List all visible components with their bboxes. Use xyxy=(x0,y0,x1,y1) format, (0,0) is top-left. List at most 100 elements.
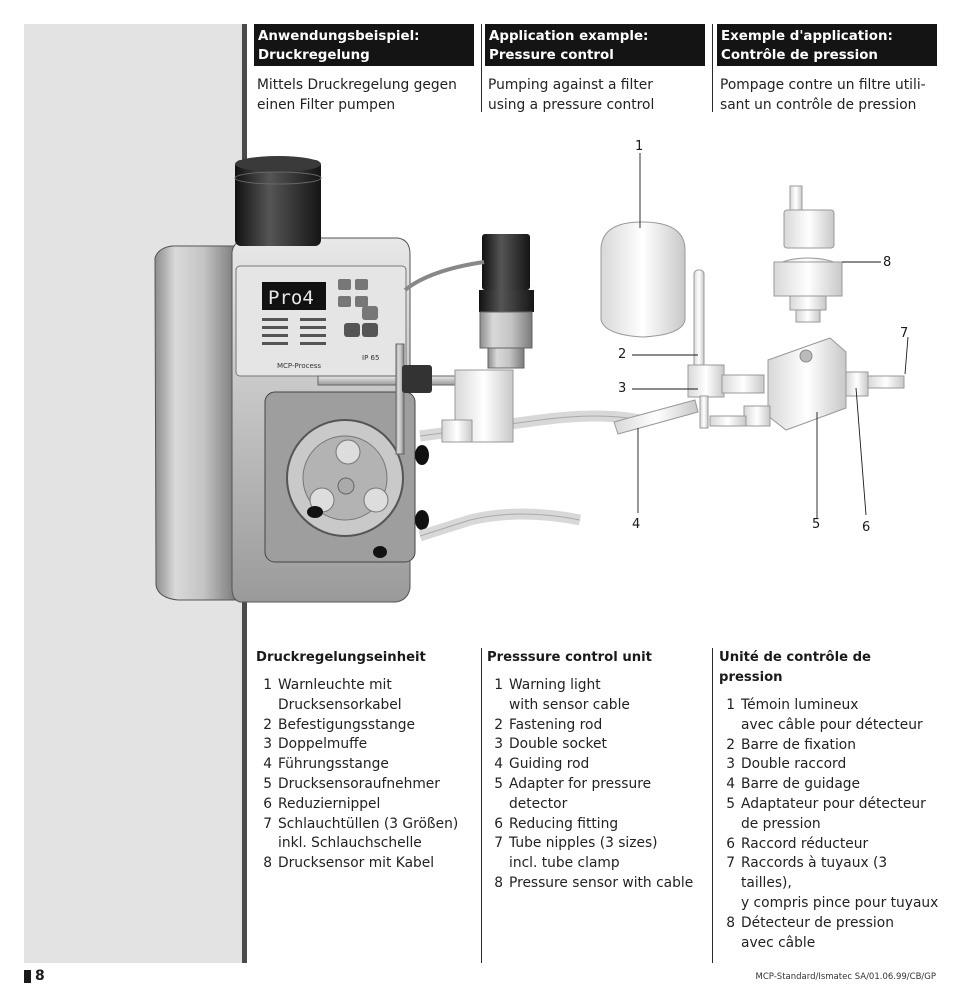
item-text: Schlauchtüllen (3 Größen) inkl. Schlauch… xyxy=(278,815,459,852)
item-text: Drucksensor mit Kabel xyxy=(278,855,435,872)
item-text: Guiding rod xyxy=(509,756,590,773)
parts-list-title: Presssure control unit xyxy=(487,650,652,665)
item-number: 5 xyxy=(263,775,272,792)
column-header: Application example: Pressure control xyxy=(485,24,705,66)
page-marker xyxy=(24,969,31,983)
item-number: 3 xyxy=(263,736,272,753)
pump-model-label: MCP-Process xyxy=(277,362,321,370)
item-text: Pressure sensor with cable xyxy=(509,874,694,891)
column-german: Anwendungsbeispiel: Druckregelung Mittel… xyxy=(254,24,474,115)
parts-list-item: 3 Doppelmuffe xyxy=(256,735,474,755)
callout-7: 7 xyxy=(900,326,908,341)
item-number: 5 xyxy=(494,775,503,792)
item-number: 6 xyxy=(494,815,503,832)
column-french: Exemple d'application: Contrôle de press… xyxy=(717,24,937,115)
parts-list-item: 6 Raccord réducteur xyxy=(719,835,939,855)
item-number: 6 xyxy=(263,795,272,812)
parts-list-item: 6 Reduziernippel xyxy=(256,795,474,815)
parts-list-item: 1 Warning light with sensor cable xyxy=(487,676,705,716)
parts-illustration xyxy=(600,185,905,435)
parts-list-item: 1 Warnleuchte mit Drucksensorkabel xyxy=(256,676,474,716)
item-text: Reducing fitting xyxy=(509,815,619,832)
column-divider xyxy=(712,648,713,963)
parts-list-item: 8 Drucksensor mit Kabel xyxy=(256,854,474,874)
item-number: 1 xyxy=(494,677,503,693)
parts-list-item: 5 Drucksensoraufnehmer xyxy=(256,775,474,795)
document-reference: MCP-Standard/Ismatec SA/01.06.99/CB/GP xyxy=(755,972,936,982)
item-text: Warnleuchte mit Drucksensorkabel xyxy=(278,677,402,713)
item-number: 7 xyxy=(494,835,503,852)
item-number: 3 xyxy=(726,756,735,773)
item-text: Adaptateur pour détecteur de pression xyxy=(741,795,926,832)
item-text: Doppelmuffe xyxy=(278,736,368,753)
parts-list-item: 2 Befestigungsstange xyxy=(256,716,474,736)
item-text: Fastening rod xyxy=(509,716,603,733)
item-text: Barre de fixation xyxy=(741,736,856,753)
parts-list-item: 2 Barre de fixation xyxy=(719,736,939,756)
parts-list: 1 Témoin lumineux avec câble pour détecte… xyxy=(719,696,939,953)
item-text: Warning light with sensor cable xyxy=(509,677,630,713)
parts-list-item: 5 Adaptateur pour détecteur de pression xyxy=(719,795,939,835)
item-number: 8 xyxy=(263,855,272,872)
callout-5: 5 xyxy=(812,517,820,532)
parts-list: 1 Warning light with sensor cable 2 Fasteni… xyxy=(487,676,705,894)
parts-list-item: 1 Témoin lumineux avec câble pour détecte… xyxy=(719,696,939,736)
callout-4: 4 xyxy=(632,517,640,532)
column-divider xyxy=(481,648,482,963)
parts-list-item: 6 Reducing fitting xyxy=(487,815,705,835)
callout-3: 3 xyxy=(618,381,626,396)
callout-2: 2 xyxy=(618,347,626,362)
callout-leaders xyxy=(632,153,909,518)
parts-list-item: 2 Fastening rod xyxy=(487,716,705,736)
item-number: 5 xyxy=(726,795,735,812)
parts-list-item: 7 Raccords à tuyaux (3 tailles), y compri… xyxy=(719,854,939,913)
item-text: Témoin lumineux avec câble pour détecteu… xyxy=(741,697,923,733)
item-text: Barre de guidage xyxy=(741,776,861,793)
item-text: Drucksensoraufnehmer xyxy=(278,775,440,792)
parts-list-french: Unité de contrôle de pression 1 Témoin lu… xyxy=(719,648,939,953)
pump-display-text: Pro4 xyxy=(268,287,314,309)
pump-ip-label: IP 65 xyxy=(362,354,379,362)
item-text: Tube nipples (3 sizes) incl. tube clamp xyxy=(509,835,658,872)
item-text: Détecteur de pression avec câble xyxy=(741,914,894,951)
parts-list-title: Druckregelungseinheit xyxy=(256,650,426,665)
parts-list-item: 4 Barre de guidage xyxy=(719,775,939,795)
column-english: Application example: Pressure control Pu… xyxy=(485,24,705,115)
callout-6: 6 xyxy=(862,520,870,535)
item-number: 1 xyxy=(263,677,272,693)
parts-list-english: Presssure control unit 1 Warning light wi… xyxy=(487,648,705,894)
column-divider xyxy=(481,24,482,112)
item-number: 6 xyxy=(726,835,735,852)
column-header: Anwendungsbeispiel: Druckregelung xyxy=(254,24,474,66)
item-number: 1 xyxy=(726,697,735,713)
parts-list-title: Unité de contrôle de pression xyxy=(719,650,872,685)
callout-8: 8 xyxy=(883,255,891,270)
item-number: 2 xyxy=(263,716,272,733)
item-number: 8 xyxy=(494,874,503,891)
item-number: 4 xyxy=(263,756,272,773)
callout-1: 1 xyxy=(635,139,643,154)
column-intro: Pumping against a filter using a pressur… xyxy=(488,77,655,113)
item-text: Führungsstange xyxy=(278,756,389,773)
item-text: Reduziernippel xyxy=(278,795,381,812)
column-divider xyxy=(712,24,713,112)
parts-list-item: 8 Détecteur de pression avec câble xyxy=(719,914,939,954)
column-intro: Pompage contre un filtre utili- sant un … xyxy=(720,77,926,113)
item-number: 8 xyxy=(726,914,735,931)
page-number: 8 xyxy=(24,968,45,984)
parts-list-german: Druckregelungseinheit 1 Warnleuchte mit D… xyxy=(256,648,474,874)
item-text: Double socket xyxy=(509,736,607,753)
item-number: 2 xyxy=(494,716,503,733)
item-number: 4 xyxy=(726,776,735,793)
item-text: Raccords à tuyaux (3 tailles), y compris… xyxy=(741,855,939,911)
column-header: Exemple d'application: Contrôle de press… xyxy=(717,24,937,66)
item-number: 7 xyxy=(726,855,735,872)
item-text: Befestigungsstange xyxy=(278,716,415,733)
item-text: Raccord réducteur xyxy=(741,835,869,852)
item-number: 2 xyxy=(726,736,735,753)
